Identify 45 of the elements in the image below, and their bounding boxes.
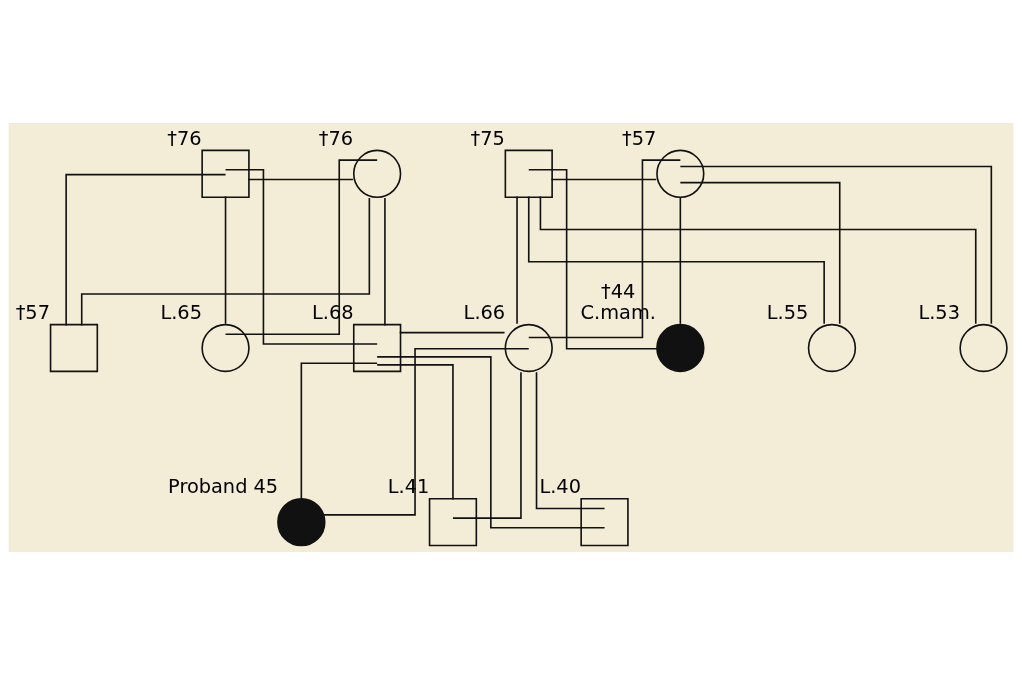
connector: [550, 178, 657, 181]
connector: [398, 331, 506, 334]
connector: [376, 364, 454, 501]
connector: [516, 195, 518, 325]
node-label: †75: [470, 126, 505, 150]
node-circle: [807, 323, 857, 373]
node-label: †76: [167, 126, 202, 150]
connector: [224, 195, 227, 325]
node-dot: [656, 323, 705, 373]
node-label: †44: [601, 280, 636, 304]
connector: [300, 348, 530, 516]
node-box: [428, 497, 478, 547]
connector: [679, 197, 682, 325]
connector: [539, 195, 977, 325]
node-box: [352, 323, 402, 373]
node-label: L.66: [463, 301, 506, 325]
node-label: L.53: [918, 301, 960, 325]
connector: [535, 371, 606, 510]
node-circle: [201, 323, 250, 373]
node-box: [580, 497, 629, 547]
node-label: Proband 45: [168, 475, 279, 499]
node-label: L.55: [766, 301, 809, 325]
connector: [376, 356, 606, 529]
connector: [384, 197, 386, 327]
connector: [679, 181, 841, 325]
node-label: L.40: [539, 475, 581, 499]
connector: [452, 371, 522, 519]
node-box: [49, 323, 99, 373]
node-label: †76: [318, 126, 354, 150]
connector: [300, 362, 378, 499]
connector: [527, 195, 825, 325]
node-circle: [352, 149, 402, 198]
connector: [65, 173, 227, 327]
node-dot: [277, 497, 326, 547]
connector: [80, 197, 371, 327]
node-label: L.65: [160, 301, 202, 325]
node-label: †57: [622, 126, 657, 150]
connector: [247, 178, 354, 181]
node-circle: [504, 323, 553, 373]
node-label: †57: [15, 301, 50, 325]
node-box: [201, 149, 250, 198]
node-box: [504, 149, 553, 198]
node-circle: [656, 149, 705, 198]
node-circle: [959, 323, 1008, 373]
connector: [679, 165, 993, 325]
